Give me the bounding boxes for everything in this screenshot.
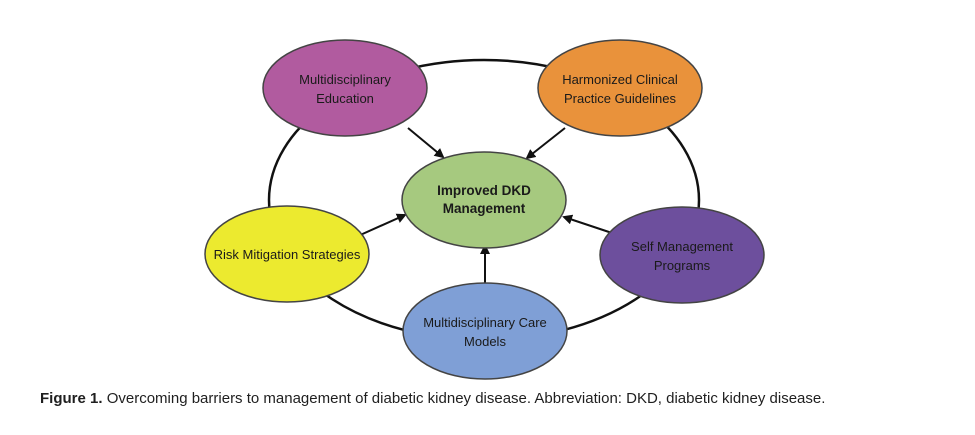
education-node-shape <box>262 39 428 137</box>
self-management-node: Self Management Programs <box>599 206 765 304</box>
self-management-node-shape <box>599 206 765 304</box>
center-node: Improved DKD Management <box>401 151 567 249</box>
caption-text: Overcoming barriers to management of dia… <box>106 390 826 407</box>
center-node-line-2: Management <box>443 201 526 216</box>
care-models-node-shape <box>402 282 568 380</box>
education-node: Multidisciplinary Education <box>262 39 428 137</box>
center-node-shape <box>401 151 567 249</box>
arrow-education-to-center <box>407 127 445 159</box>
risk-node-line-1: Risk Mitigation Strategies <box>214 247 361 262</box>
self-management-node-line-1: Self Management <box>631 239 733 254</box>
care-models-node: Multidisciplinary Care Models <box>402 282 568 380</box>
diagram: Improved DKD Management Multidisciplinar… <box>204 39 765 380</box>
education-node-line-2: Education <box>316 91 374 106</box>
education-node-line-1: Multidisciplinary <box>299 72 391 87</box>
care-models-node-line-2: Models <box>464 334 506 349</box>
caption-label: Figure 1. <box>40 390 103 407</box>
guidelines-node-line-1: Harmonized Clinical <box>562 72 678 87</box>
center-node-line-1: Improved DKD <box>437 183 531 198</box>
care-models-node-line-1: Multidisciplinary Care <box>423 315 547 330</box>
risk-node: Risk Mitigation Strategies <box>204 205 370 303</box>
arrow-self-management-to-center <box>562 214 613 234</box>
guidelines-node-shape <box>537 39 703 137</box>
guidelines-node: Harmonized Clinical Practice Guidelines <box>537 39 703 137</box>
figure-caption: Figure 1. Overcoming barriers to managem… <box>40 390 970 407</box>
guidelines-node-line-2: Practice Guidelines <box>564 91 676 106</box>
self-management-node-line-2: Programs <box>654 258 711 273</box>
arrow-guidelines-to-center <box>525 127 566 160</box>
arrow-risk-to-center <box>357 213 407 237</box>
risk-node-shape <box>204 205 370 303</box>
